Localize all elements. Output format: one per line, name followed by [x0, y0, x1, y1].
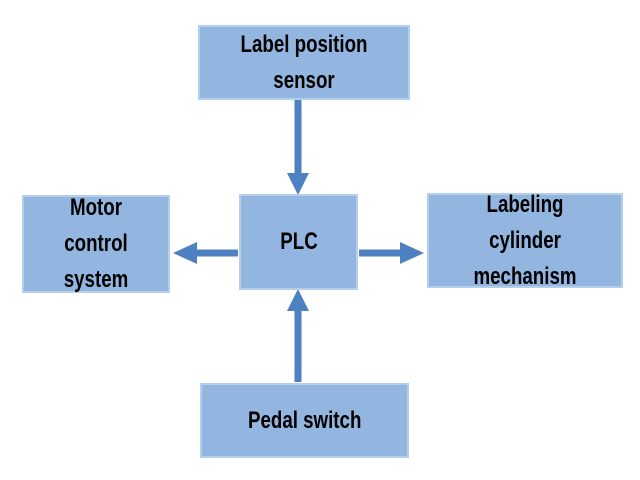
node-labeling-cylinder-mechanism: Labeling cylinder mechanism [427, 191, 623, 290]
node-plc: PLC [239, 194, 358, 290]
node-label-position-sensor: Label position sensor [198, 25, 410, 100]
edge-arrow-pedal-to-plc [287, 289, 309, 382]
edge-arrow-sensor-to-plc [287, 100, 309, 195]
node-label: Labeling cylinder mechanism [473, 190, 577, 290]
node-label: PLC [279, 228, 318, 255]
edge-arrow-plc-to-cylinder [359, 242, 424, 264]
node-label: Pedal switch [247, 406, 362, 434]
node-label: Label position sensor [240, 30, 368, 94]
edge-arrow-plc-to-motor [173, 242, 238, 264]
node-motor-control-system: Motor control system [22, 194, 170, 293]
node-label: Motor control system [63, 194, 129, 293]
node-pedal-switch: Pedal switch [200, 383, 409, 458]
